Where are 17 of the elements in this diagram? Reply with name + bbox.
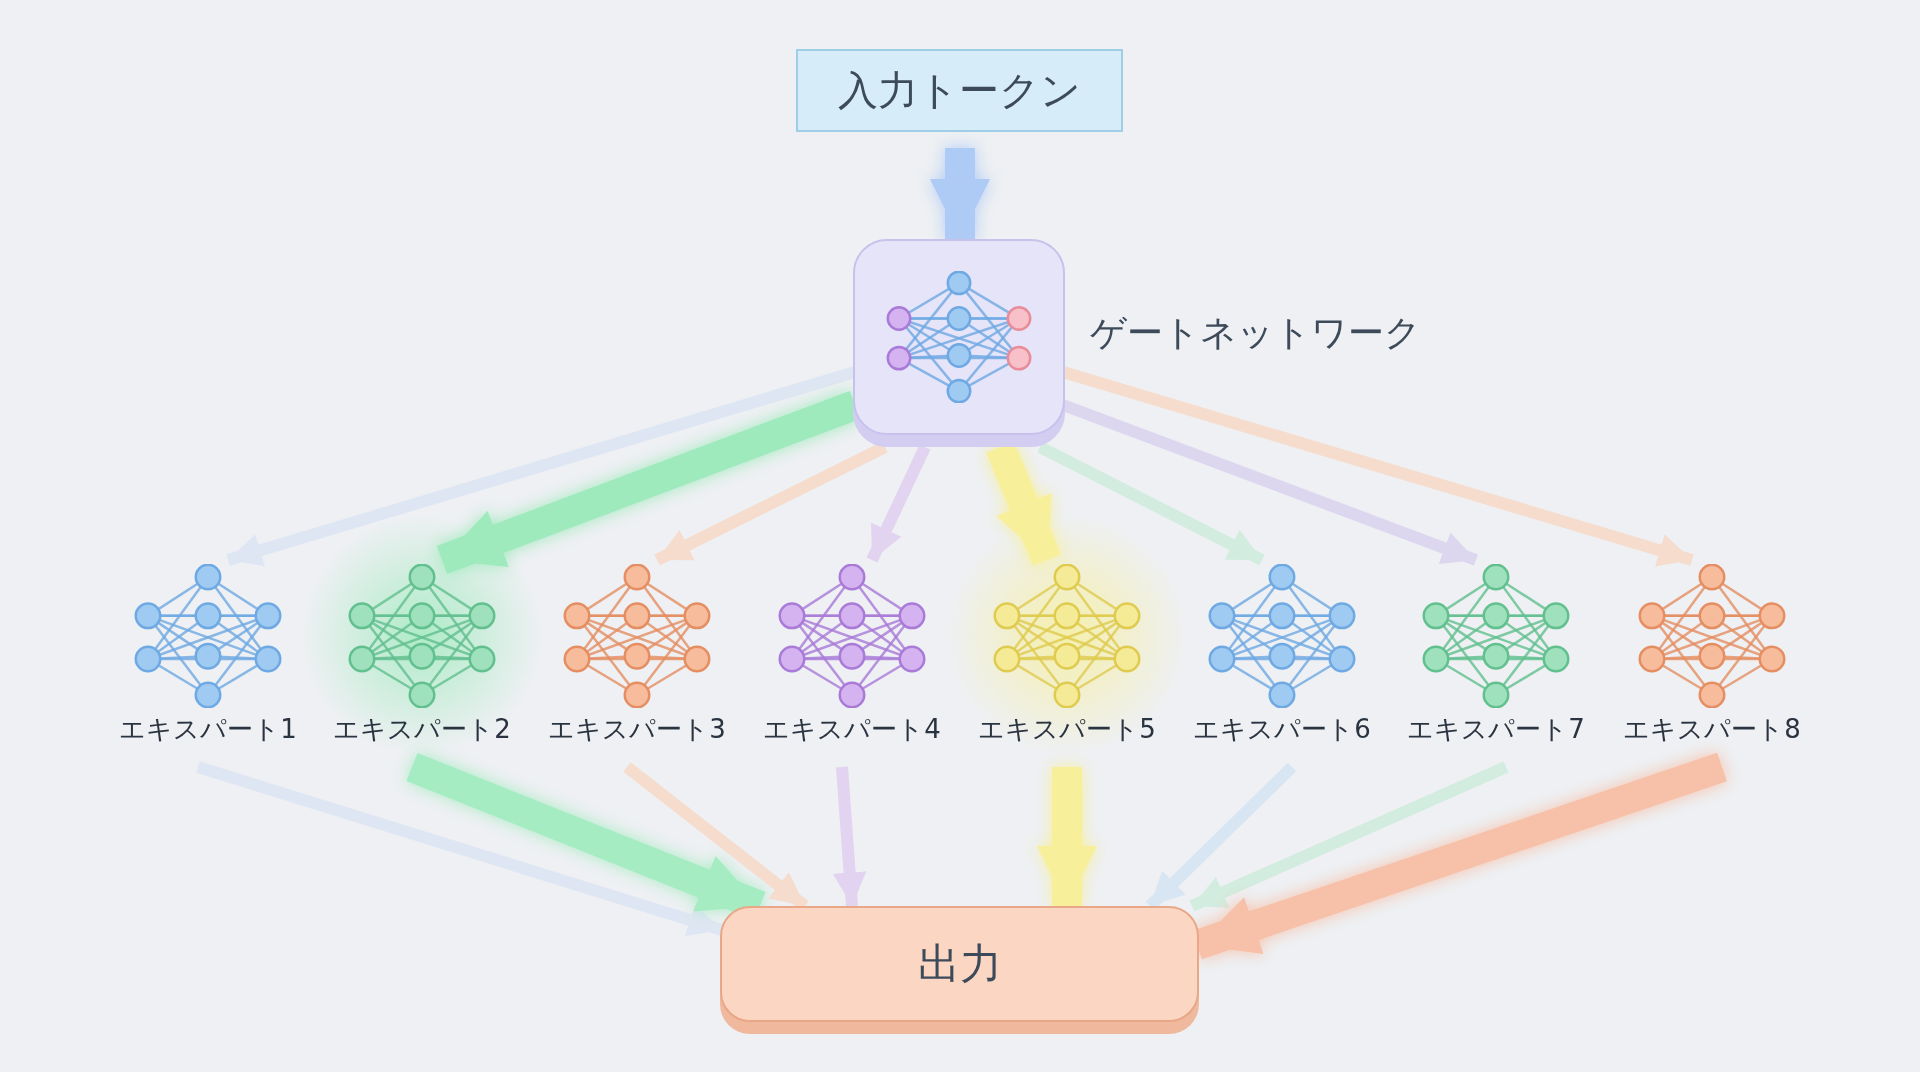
expert-label: エキスパート4 (762, 713, 942, 746)
arrow (866, 444, 931, 563)
arrow (1037, 767, 1097, 906)
arrow (196, 761, 724, 937)
expert-label: エキスパート2 (332, 713, 512, 746)
arrow (1189, 761, 1509, 912)
input-box: 入力トークン (796, 49, 1123, 132)
arrow (930, 148, 990, 239)
node-label: ゲートネットワーク (1090, 311, 1421, 355)
expert-label: エキスパート5 (977, 713, 1157, 746)
arrow (832, 766, 867, 907)
expert-label: エキスパート3 (547, 713, 727, 746)
expert-label: エキスパート7 (1406, 713, 1586, 746)
expert-label: エキスパート8 (1622, 713, 1802, 746)
arrow (1037, 441, 1265, 566)
expert-label: エキスパート1 (118, 713, 298, 746)
expert-label: エキスパート6 (1192, 713, 1372, 746)
